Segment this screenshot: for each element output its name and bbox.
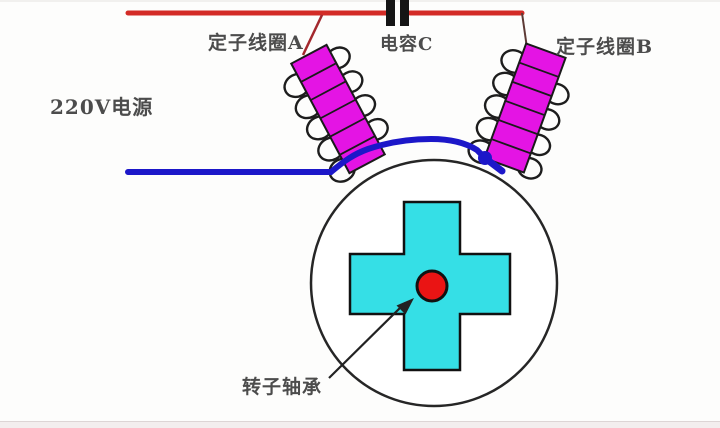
bearing-arrow-head [396,298,414,315]
stator-coil-a [283,43,389,183]
rotor-bearing-dot [415,269,449,303]
image-top-edge [0,0,720,2]
capacitor-plate-right [400,0,409,26]
coil-b-laminations [491,61,559,155]
coil-a-lead-wire [301,14,324,56]
power-source-label: 220V电源 [50,95,154,119]
coil-b-lead-wire [521,12,528,49]
neutral-wire [125,135,487,175]
capacitor-plate-left [386,0,395,26]
coil-a-laminations [300,62,376,156]
image-bottom-edge [0,421,720,428]
rotor-bearing-label: 转子轴承 [242,376,323,398]
stator-coil-a-label: 定子线圈A [208,32,304,54]
stator-coil-b-label: 定子线圈B [556,36,654,58]
neutral-wire-coil-b-tail [481,154,506,175]
bearing-arrow-shaft [328,302,406,379]
capacitor-label: 电容C [380,34,434,55]
